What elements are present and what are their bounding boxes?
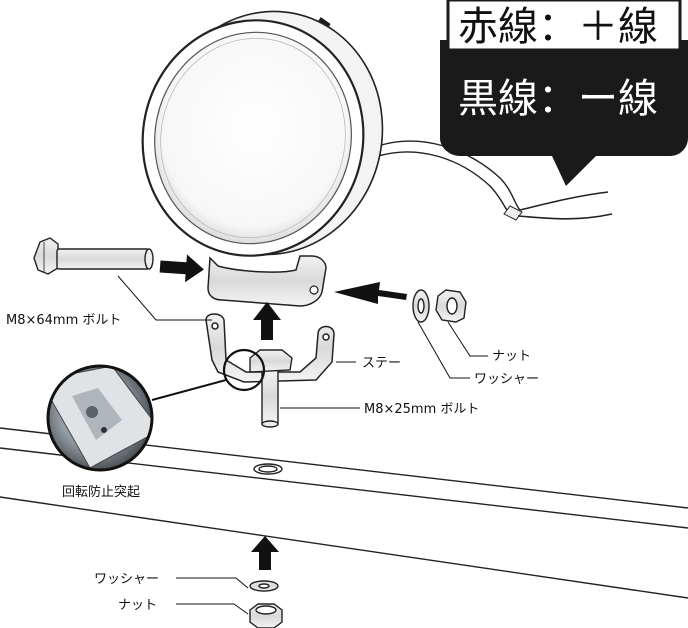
detail-marker [222, 348, 266, 392]
bolt-64 [33, 237, 154, 275]
arrow-right-icon [159, 254, 204, 283]
anti-rotation-detail [46, 364, 154, 472]
label-stay: ステー [362, 356, 401, 371]
label-washer-bottom: ワッシャー [94, 572, 159, 587]
bolt-25 [249, 349, 293, 428]
label-nut-bottom: ナット [118, 598, 157, 613]
washer-top [412, 289, 430, 323]
label-nut-top: ナット [492, 349, 531, 364]
arrow-up-icon [253, 302, 281, 340]
arrow-left-icon [334, 282, 407, 304]
washer-bottom [249, 580, 279, 592]
wire-color-callout: 赤線：＋線 黒線：ー線 [440, 0, 688, 186]
work-light [141, 10, 384, 307]
wire-cable [371, 140, 613, 221]
label-bolt-64: M8×64mm ボルト [6, 313, 121, 328]
nut-bottom [249, 603, 283, 628]
red-wire-label: 赤線：＋線 [458, 4, 658, 50]
black-wire-label: 黒線：ー線 [458, 76, 658, 122]
nut-top [435, 289, 467, 323]
light-mount-foot [207, 255, 327, 307]
arrow-up-icon [251, 536, 279, 570]
leader-lines [117, 275, 488, 615]
foot-bolt-hole [309, 285, 319, 295]
label-bolt-25: M8×25mm ボルト [364, 402, 479, 417]
arrows [159, 254, 407, 570]
label-washer-top: ワッシャー [474, 372, 539, 387]
label-anti-rotation: 回転防止突起 [62, 484, 140, 500]
stay-bracket [205, 313, 335, 383]
